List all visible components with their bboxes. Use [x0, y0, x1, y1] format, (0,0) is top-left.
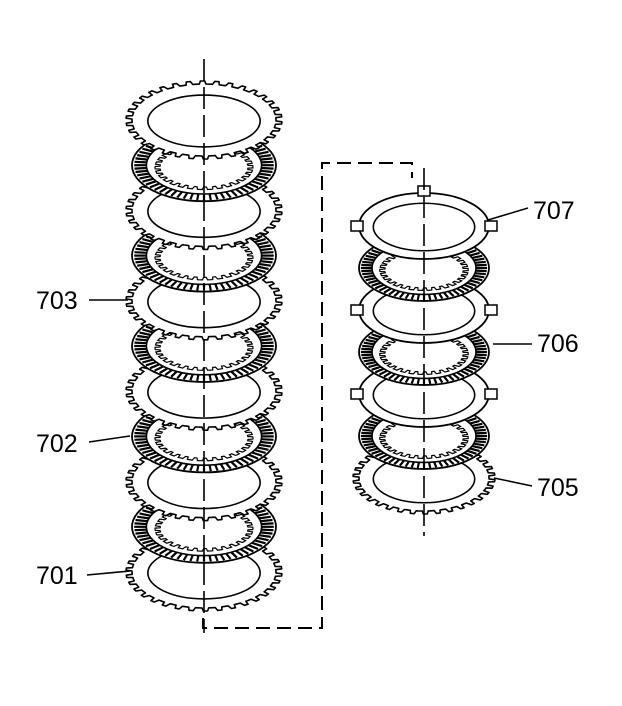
callout-706: 706 — [537, 330, 579, 358]
right-clutch-pack — [350, 168, 498, 536]
leader-line-701 — [86, 570, 131, 576]
callout-707: 707 — [533, 197, 575, 225]
callout-703: 703 — [36, 287, 78, 315]
callout-701: 701 — [36, 562, 78, 590]
dashed-bracket-line — [202, 162, 413, 629]
callout-702: 702 — [36, 430, 78, 458]
callout-705: 705 — [537, 474, 579, 502]
leader-line-705 — [493, 477, 533, 487]
left-clutch-pack — [125, 59, 283, 633]
leader-line-707 — [487, 207, 529, 221]
leader-line-702 — [88, 435, 131, 443]
